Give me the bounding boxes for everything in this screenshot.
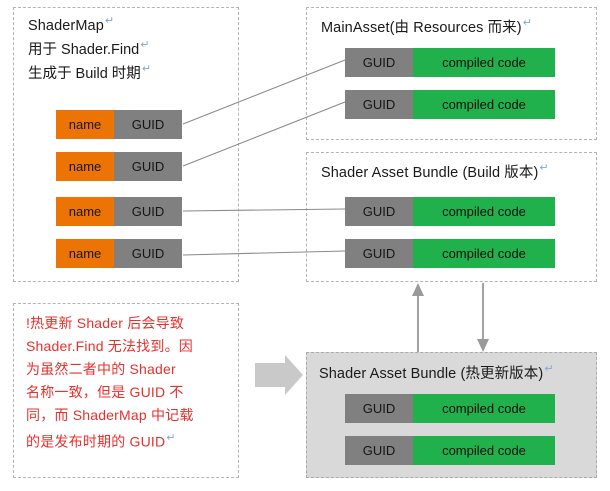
shadermap-name-cell: name — [56, 197, 114, 226]
build-bundle-row[interactable]: GUID compiled code — [345, 239, 555, 268]
hotupdate-bundle-title: Shader Asset Bundle (热更新版本) — [319, 366, 544, 382]
hotupdate-up-arrow-icon — [412, 283, 424, 352]
pilcrow-icon: ↵ — [140, 39, 150, 52]
mainasset-guid-cell: GUID — [345, 90, 413, 119]
shadermap-guid-cell: GUID — [114, 197, 182, 226]
build-bundle-code-cell: compiled code — [413, 239, 555, 268]
warning-line: 名称一致，但是 GUID 不 — [26, 384, 184, 400]
mainasset-code-cell: compiled code — [413, 90, 555, 119]
warning-block-arrow-icon — [255, 355, 303, 395]
build-bundle-guid-cell: GUID — [345, 197, 413, 226]
shadermap-guid-cell: GUID — [114, 239, 182, 268]
shadermap-row[interactable]: name GUID — [56, 110, 182, 139]
shadermap-title: ShaderMap — [28, 17, 104, 34]
hotupdate-bundle-guid-cell: GUID — [345, 394, 413, 423]
hotupdate-bundle-guid-cell: GUID — [345, 436, 413, 465]
shadermap-guid-cell: GUID — [114, 110, 182, 139]
warning-line: 为虽然二者中的 Shader — [26, 361, 176, 377]
shadermap-name-cell: name — [56, 239, 114, 268]
warning-line: 同，而 ShaderMap 中记载 — [26, 407, 194, 423]
pilcrow-icon: ↵ — [539, 162, 549, 175]
pilcrow-icon: ↵ — [544, 363, 554, 376]
shadermap-row[interactable]: name GUID — [56, 197, 182, 226]
warning-line: 的是发布时期的 GUID — [26, 433, 166, 450]
shadermap-title-wrapper: ShaderMap↵ — [28, 14, 114, 34]
mainasset-title-wrapper: MainAsset(由 Resources 而来)↵ — [321, 16, 532, 37]
shadermap-line3-wrapper: 生成于 Build 时期↵ — [28, 62, 151, 83]
build-bundle-guid-cell: GUID — [345, 239, 413, 268]
build-down-arrow-icon — [477, 283, 489, 352]
shadermap-line3: 生成于 Build 时期 — [28, 66, 141, 82]
shadermap-name-cell: name — [56, 152, 114, 181]
shadermap-line2-wrapper: 用于 Shader.Find↵ — [28, 38, 149, 59]
shadermap-line2: 用于 Shader.Find — [28, 42, 140, 58]
shadermap-guid-cell: GUID — [114, 152, 182, 181]
pilcrow-icon: ↵ — [141, 63, 152, 76]
warning-line: !热更新 Shader 后会导致 — [26, 315, 185, 331]
build-bundle-title: Shader Asset Bundle (Build 版本) — [321, 165, 539, 181]
shadermap-row[interactable]: name GUID — [56, 152, 182, 181]
build-bundle-code-cell: compiled code — [413, 197, 555, 226]
pilcrow-icon: ↵ — [104, 15, 115, 27]
build-bundle-title-wrapper: Shader Asset Bundle (Build 版本)↵ — [321, 161, 549, 182]
warning-box: !热更新 Shader 后会导致 Shader.Find 无法找到。因 为虽然二… — [13, 303, 239, 478]
mainasset-guid-cell: GUID — [345, 48, 413, 77]
shadermap-row[interactable]: name GUID — [56, 239, 182, 268]
hotupdate-bundle-code-cell: compiled code — [413, 436, 555, 465]
hotupdate-bundle-row[interactable]: GUID compiled code — [345, 394, 555, 423]
build-bundle-row[interactable]: GUID compiled code — [345, 197, 555, 226]
pilcrow-icon: ↵ — [522, 17, 533, 30]
mainasset-code-cell: compiled code — [413, 48, 555, 77]
mainasset-row[interactable]: GUID compiled code — [345, 48, 555, 77]
hotupdate-bundle-title-wrapper: Shader Asset Bundle (热更新版本)↵ — [319, 362, 554, 383]
warning-line: Shader.Find 无法找到。因 — [26, 338, 193, 354]
shadermap-name-cell: name — [56, 110, 114, 139]
hotupdate-bundle-code-cell: compiled code — [413, 394, 555, 423]
warning-line-last: 的是发布时期的 GUID↵ — [26, 427, 228, 454]
pilcrow-icon: ↵ — [166, 432, 176, 444]
mainasset-title: MainAsset(由 Resources 而来) — [321, 20, 522, 36]
build-bundle-box — [306, 152, 597, 282]
mainasset-row[interactable]: GUID compiled code — [345, 90, 555, 119]
hotupdate-bundle-row[interactable]: GUID compiled code — [345, 436, 555, 465]
